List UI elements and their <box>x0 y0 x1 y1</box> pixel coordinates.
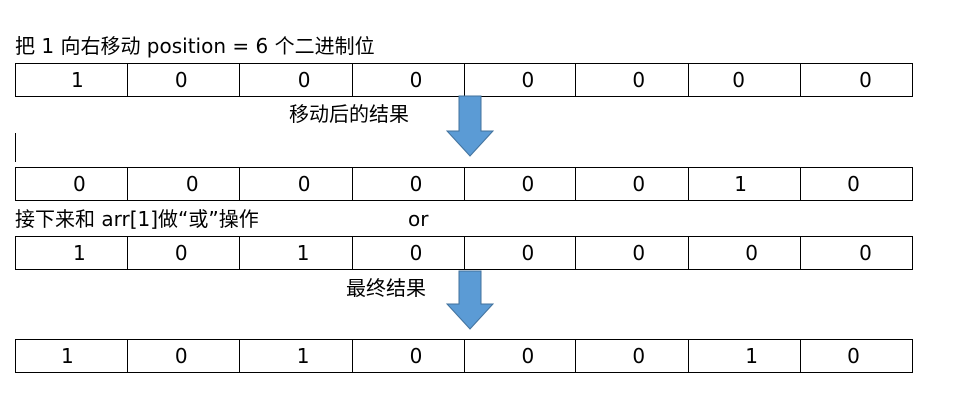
shifted-bit-value: 1 <box>734 172 747 196</box>
shifted-bit-value: 0 <box>409 172 423 196</box>
result-bit-value: 1 <box>296 344 310 368</box>
arr1-bit-value: 0 <box>632 241 646 265</box>
original-bit-value: 0 <box>632 68 646 92</box>
original-bit-value: 0 <box>297 68 311 92</box>
original-bit-cell: 0 <box>689 64 802 96</box>
shifted-bit-value: 0 <box>185 172 199 196</box>
shifted-bit-value: 0 <box>297 172 311 196</box>
arr1-bit-cell: 0 <box>689 237 802 269</box>
result-bit-value: 0 <box>409 344 423 368</box>
arr1-bit-value: 1 <box>296 241 310 265</box>
down-arrow-icon <box>446 95 494 157</box>
original-bit-value: 0 <box>521 68 535 92</box>
final-result-caption: 最终结果 <box>346 276 426 300</box>
shifted-bit-cell: 1 <box>689 168 802 200</box>
shifted-bit-cell: 0 <box>16 168 128 200</box>
result-bit-value: 1 <box>745 344 758 368</box>
arr1-bit-cell: 1 <box>16 237 128 269</box>
result-bit-cell: 0 <box>128 340 240 372</box>
result-bit-cell: 0 <box>801 340 913 372</box>
original-bit-cell: 0 <box>353 64 465 96</box>
original-bit-cell: 0 <box>240 64 353 96</box>
original-bits-row: 1 0 0 0 0 0 0 0 <box>15 63 913 97</box>
arr1-bit-cell: 1 <box>240 237 353 269</box>
result-bit-cell: 0 <box>576 340 690 372</box>
original-bit-value: 1 <box>71 68 84 92</box>
shifted-bit-cell: 0 <box>465 168 577 200</box>
original-bit-cell: 0 <box>801 64 913 96</box>
arr1-bit-cell: 0 <box>465 237 577 269</box>
left-divider-tick <box>15 133 16 162</box>
shifted-bit-cell: 0 <box>576 168 690 200</box>
down-arrow-icon <box>446 270 494 330</box>
arr1-bit-value: 0 <box>745 241 758 265</box>
arr1-bit-value: 0 <box>409 241 423 265</box>
result-bit-cell: 1 <box>240 340 353 372</box>
arr1-bits-row: 1 0 1 0 0 0 0 0 <box>15 236 913 270</box>
result-bit-cell: 1 <box>16 340 128 372</box>
arr1-bit-cell: 0 <box>576 237 690 269</box>
arr1-bit-value: 1 <box>73 241 86 265</box>
original-bit-cell: 0 <box>128 64 240 96</box>
arr1-bit-value: 0 <box>174 241 188 265</box>
result-bit-value: 0 <box>847 344 860 368</box>
step1-caption: 把 1 向右移动 position = 6 个二进制位 <box>15 34 375 58</box>
shifted-bit-value: 0 <box>73 172 86 196</box>
result-bit-value: 0 <box>174 344 188 368</box>
original-bit-value: 0 <box>174 68 188 92</box>
shifted-bit-value: 0 <box>847 172 860 196</box>
shifted-bit-value: 0 <box>521 172 535 196</box>
shifted-bits-row: 0 0 0 0 0 0 1 0 <box>15 167 913 201</box>
after-move-caption: 移动后的结果 <box>289 102 409 126</box>
arr1-bit-cell: 0 <box>801 237 913 269</box>
original-bit-cell: 0 <box>576 64 690 96</box>
arr1-bit-value: 0 <box>521 241 535 265</box>
shifted-bit-cell: 0 <box>353 168 465 200</box>
result-bit-value: 1 <box>61 344 74 368</box>
shifted-bit-cell: 0 <box>128 168 240 200</box>
result-bit-cell: 0 <box>465 340 577 372</box>
arr1-bit-cell: 0 <box>128 237 240 269</box>
result-bits-row: 1 0 1 0 0 0 1 0 <box>15 339 913 373</box>
shifted-bit-cell: 0 <box>240 168 353 200</box>
step2-caption: 接下来和 arr[1]做“或”操作 <box>15 207 259 231</box>
result-bit-value: 0 <box>632 344 646 368</box>
original-bit-value: 0 <box>859 68 872 92</box>
result-bit-cell: 1 <box>689 340 802 372</box>
down-arrow-shape <box>446 270 494 330</box>
shifted-bit-value: 0 <box>632 172 646 196</box>
arr1-bit-cell: 0 <box>353 237 465 269</box>
original-bit-cell: 0 <box>465 64 577 96</box>
original-bit-value: 0 <box>732 68 745 92</box>
original-bit-value: 0 <box>409 68 423 92</box>
or-operator-label: or <box>408 207 429 231</box>
arr1-bit-value: 0 <box>859 241 872 265</box>
result-bit-value: 0 <box>521 344 535 368</box>
down-arrow-shape <box>446 95 494 157</box>
result-bit-cell: 0 <box>353 340 465 372</box>
shifted-bit-cell: 0 <box>801 168 913 200</box>
original-bit-cell: 1 <box>16 64 128 96</box>
